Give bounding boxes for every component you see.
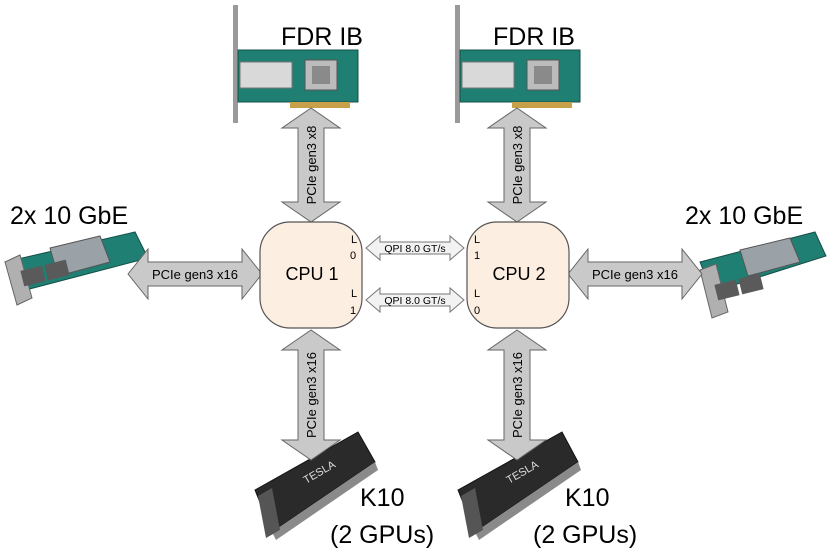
- qpi-label-top: QPI 8.0 GT/s: [384, 243, 445, 255]
- gpu-card-left: TESLA: [254, 431, 378, 540]
- arrow-ib-right-label: PCIe gen3 x8: [510, 126, 525, 205]
- cpu-1-link-num-bottom: 1: [350, 305, 356, 317]
- qpi-arrow-bottom: QPI 8.0 GT/s: [365, 286, 465, 314]
- ib-label-right: FDR IB: [493, 23, 575, 51]
- arrow-ib-left: PCIe gen3 x8: [280, 107, 342, 223]
- cpu-1-label: CPU 1: [285, 264, 338, 284]
- arrow-gpu-left-label: PCIe gen3 x16: [304, 352, 319, 438]
- gbe-label-left: 2x 10 GbE: [10, 202, 128, 230]
- cpu-1: CPU 1 L 0 L 1: [259, 221, 363, 329]
- gpu-detail-left: (2 GPUs): [330, 521, 434, 549]
- qpi-label-bottom: QPI 8.0 GT/s: [384, 295, 445, 307]
- arrow-ib-left-label: PCIe gen3 x8: [304, 126, 319, 205]
- gbe-card-left: [4, 231, 149, 306]
- gbe-label-right: 2x 10 GbE: [685, 202, 803, 230]
- arrow-gbe-right: PCIe gen3 x16: [567, 247, 703, 301]
- gpu-name-left: K10: [360, 484, 404, 512]
- cpu-2-link-l-bottom: L: [474, 288, 480, 300]
- arrow-gpu-left: PCIe gen3 x16: [280, 329, 342, 461]
- cpu-2: CPU 2 L 1 L 0: [466, 221, 570, 329]
- cpu-1-link-l-top: L: [351, 234, 357, 246]
- arrow-ib-right: PCIe gen3 x8: [486, 107, 548, 223]
- gpu-card-right: TESLA: [457, 431, 581, 540]
- arrow-gbe-left-label: PCIe gen3 x16: [152, 267, 238, 282]
- arrow-gbe-left: PCIe gen3 x16: [127, 247, 263, 301]
- cpu-1-link-num-top: 0: [350, 250, 356, 262]
- cpu-2-label: CPU 2: [492, 264, 545, 284]
- arrow-gpu-right: PCIe gen3 x16: [486, 329, 548, 461]
- qpi-arrow-top: QPI 8.0 GT/s: [365, 234, 465, 262]
- gpu-name-right: K10: [565, 484, 609, 512]
- cpu-2-link-l-top: L: [474, 234, 480, 246]
- ib-card-right: [455, 5, 581, 123]
- cpu-2-link-num-top: 1: [474, 250, 480, 262]
- gbe-card-right: [699, 231, 827, 319]
- cpu-1-link-l-bottom: L: [351, 288, 357, 300]
- ib-label-left: FDR IB: [281, 23, 363, 51]
- ib-card-left: [233, 5, 359, 123]
- arrow-gbe-right-label: PCIe gen3 x16: [592, 267, 678, 282]
- gpu-detail-right: (2 GPUs): [533, 521, 637, 549]
- cpu-2-link-num-bottom: 0: [474, 305, 480, 317]
- arrow-gpu-right-label: PCIe gen3 x16: [510, 352, 525, 438]
